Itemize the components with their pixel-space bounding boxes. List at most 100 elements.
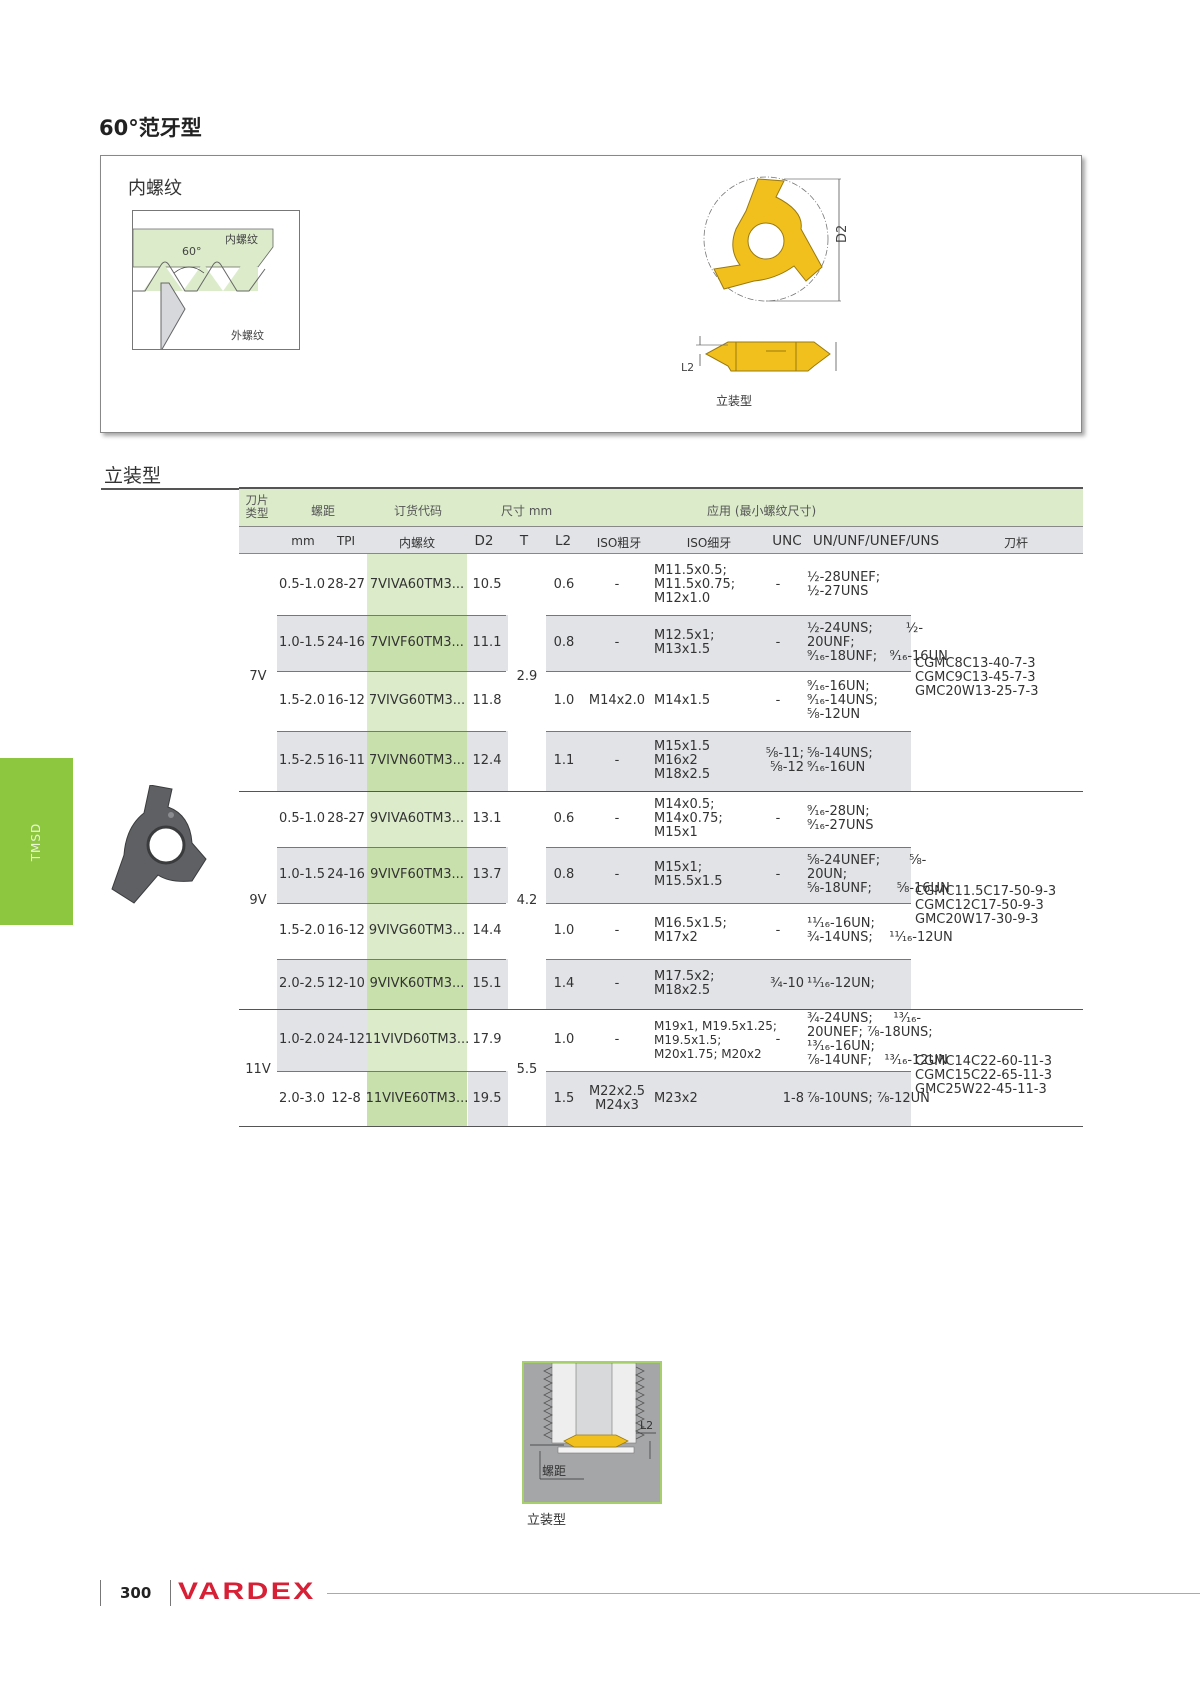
cell-unc: - — [775, 693, 781, 708]
d2-label: D2 — [835, 225, 850, 243]
unc-line: ⅝-11; — [765, 746, 804, 761]
cell-order-code[interactable]: 9VIVK60TM3... — [369, 976, 465, 991]
t-value-7v: 2.9 — [516, 669, 538, 684]
cell-tpi: 24-16 — [327, 635, 365, 650]
cell-tpi: 16-11 — [327, 753, 365, 768]
holder-item: CGMC15C22-65-11-3 — [915, 1068, 1053, 1083]
cell-mm: 1.0-1.5 — [278, 867, 326, 882]
t-value-11v: 5.5 — [516, 1062, 538, 1077]
brand-logo: VARDEX — [178, 1578, 316, 1605]
cell-d2: 11.8 — [472, 693, 502, 708]
holder-item: CGMC11.5C17-50-9-3 — [915, 884, 1057, 899]
cell-order-code[interactable]: 7VIVA60TM3... — [369, 576, 465, 592]
cell-l2: 0.8 — [553, 867, 575, 882]
diagram-label: 内螺纹 — [128, 178, 182, 199]
cell-unc: - — [775, 1032, 781, 1047]
cell-tpi: 16-12 — [327, 693, 365, 708]
thread-profile-figure: 60° 内螺纹 外螺纹 — [132, 210, 300, 350]
cell-tpi: 28-27 — [327, 576, 365, 592]
external-thread-label: 外螺纹 — [231, 328, 264, 342]
cell-iso-coarse: - — [614, 867, 620, 882]
un-line: ⅝-14UNS; — [807, 746, 873, 761]
cell-order-code[interactable]: 9VIVA60TM3... — [369, 811, 465, 826]
un-line: 20UNF; — [807, 635, 855, 650]
cell-tpi: 12-10 — [327, 976, 365, 991]
col-holder: 刀杆 — [1003, 536, 1029, 550]
unc-line: ⅝-12 — [770, 760, 804, 775]
header-order-code: 订货代码 — [394, 504, 443, 518]
cell-iso-fine: M12.5x1; M13x1.5 — [654, 615, 752, 671]
col-mm: mm — [291, 534, 315, 548]
header-pitch: 螺距 — [311, 504, 336, 518]
insert-type-9v: 9V — [249, 893, 267, 908]
un-line: ¾-14UNS; ¹¹⁄₁₆-12UN — [807, 930, 953, 945]
cell-order-code[interactable]: 11VIVE60TM3... — [365, 1090, 469, 1106]
un-line: ⅝-18UNF; ⅝-16UN — [807, 881, 950, 896]
cell-order-code[interactable]: 9VIVG60TM3... — [368, 923, 466, 938]
cell-l2: 1.1 — [553, 753, 575, 768]
cell-d2: 13.1 — [472, 811, 502, 826]
angle-label: 60° — [182, 245, 202, 258]
col-un: UN/UNF/UNEF/UNS — [812, 533, 940, 549]
cell-d2: 13.7 — [472, 867, 502, 882]
internal-thread-label: 内螺纹 — [225, 232, 258, 246]
footer-divider — [170, 1580, 171, 1606]
cell-d2: 11.1 — [472, 635, 502, 650]
un-line: ¹³⁄₁₆-16UN; — [807, 1039, 875, 1054]
cell-iso-fine: M23x2 — [654, 1090, 698, 1106]
product-table: 刀片类型 螺距 订货代码 尺寸 mm 应用 (最小螺纹尺寸) mm TPI 内螺… — [239, 487, 1083, 1144]
cell-mm: 1.0-1.5 — [278, 635, 326, 650]
col-l2: L2 — [554, 533, 572, 549]
cell-mm: 1.0-2.0 — [278, 1032, 326, 1047]
cell-d2: 10.5 — [472, 576, 502, 592]
cell-iso-fine: M14x0.5; M14x0.75; M15x1 — [654, 791, 752, 847]
cell-order-code[interactable]: 7VIVN60TM3... — [369, 753, 465, 768]
un-line: ¹¹⁄₁₆-16UN; — [807, 916, 875, 931]
cell-l2: 1.5 — [553, 1090, 575, 1106]
cell-iso-fine: M19x1, M19.5x1.25; M19.5x1.5; M20x1.75; … — [654, 1009, 777, 1071]
cell-unc: - — [775, 635, 781, 650]
holders-11v: CGMC14C22-60-11-3 CGMC15C22-65-11-3 GMC2… — [915, 1052, 1083, 1100]
cell-iso-coarse: - — [614, 923, 620, 938]
cell-iso-fine: M14x1.5 — [654, 671, 752, 731]
col-tpi: TPI — [336, 534, 356, 548]
cell-iso-fine: M11.5x0.5; M11.5x0.75; M12x1.0 — [654, 554, 752, 615]
cell-un: ¾-24UNS; ¹³⁄₁₆- 20UNEF; ⅞-18UNS; ¹³⁄₁₆-1… — [807, 1009, 948, 1071]
iso-fine-line: M12x1.0 — [654, 590, 711, 606]
cell-order-code[interactable]: 7VIVF60TM3... — [370, 635, 464, 650]
holder-item: GMC20W13-25-7-3 — [915, 684, 1039, 699]
un-line: ½-24UNS; ½- — [807, 621, 924, 636]
iso-fine-line: M16.5x1.5; — [654, 916, 727, 931]
mounting-figure: 螺距 L2 — [522, 1361, 662, 1504]
iso-fine-line: M19x1, M19.5x1.25; — [654, 1019, 777, 1033]
holder-item: CGMC14C22-60-11-3 — [915, 1054, 1053, 1069]
cell-unc: - — [775, 811, 781, 826]
cell-un: ⁹⁄₁₆-16UN; ⁹⁄₁₆-14UNS; ⅝-12UN — [807, 671, 911, 731]
cell-order-code[interactable]: 11VIVD60TM3... — [364, 1032, 470, 1047]
cell-tpi: 16-12 — [327, 923, 365, 938]
col-internal: 内螺纹 — [398, 536, 436, 550]
insert-dimension-figure: D2 L2 — [636, 171, 876, 421]
holder-item: CGMC8C13-40-7-3 — [915, 656, 1036, 671]
cell-iso-coarse: - — [614, 976, 620, 991]
holder-item: GMC25W22-45-11-3 — [915, 1082, 1047, 1097]
col-iso-coarse: ISO粗牙 — [596, 536, 642, 550]
col-unc: UNC — [772, 533, 802, 549]
cell-mm: 0.5-1.0 — [278, 576, 326, 592]
cell-order-code[interactable]: 9VIVF60TM3... — [370, 867, 464, 882]
iso-fine-line: M15x1; — [654, 860, 703, 875]
cell-iso-fine: M15x1.5 M16x2 M18x2.5 — [654, 731, 752, 791]
col-d2: D2 — [474, 533, 494, 549]
holders-9v: CGMC11.5C17-50-9-3 CGMC12C17-50-9-3 GMC2… — [915, 882, 1083, 930]
un-line: ⁹⁄₁₆-16UN — [807, 760, 866, 775]
un-line: 20UN; — [807, 867, 848, 882]
iso-fine-line: M18x2.5 — [654, 767, 711, 782]
cell-l2: 0.6 — [553, 576, 575, 592]
iso-fine-line: M18x2.5 — [654, 983, 711, 998]
cell-unc: ¾-10 — [770, 976, 804, 991]
holder-item: CGMC9C13-45-7-3 — [915, 670, 1036, 685]
cell-un: ½-28UNEF; ½-27UNS — [807, 554, 911, 615]
cell-order-code[interactable]: 7VIVG60TM3... — [368, 693, 466, 708]
cell-unc: - — [775, 923, 781, 938]
iso-fine-line: M14x0.75; — [654, 811, 723, 826]
